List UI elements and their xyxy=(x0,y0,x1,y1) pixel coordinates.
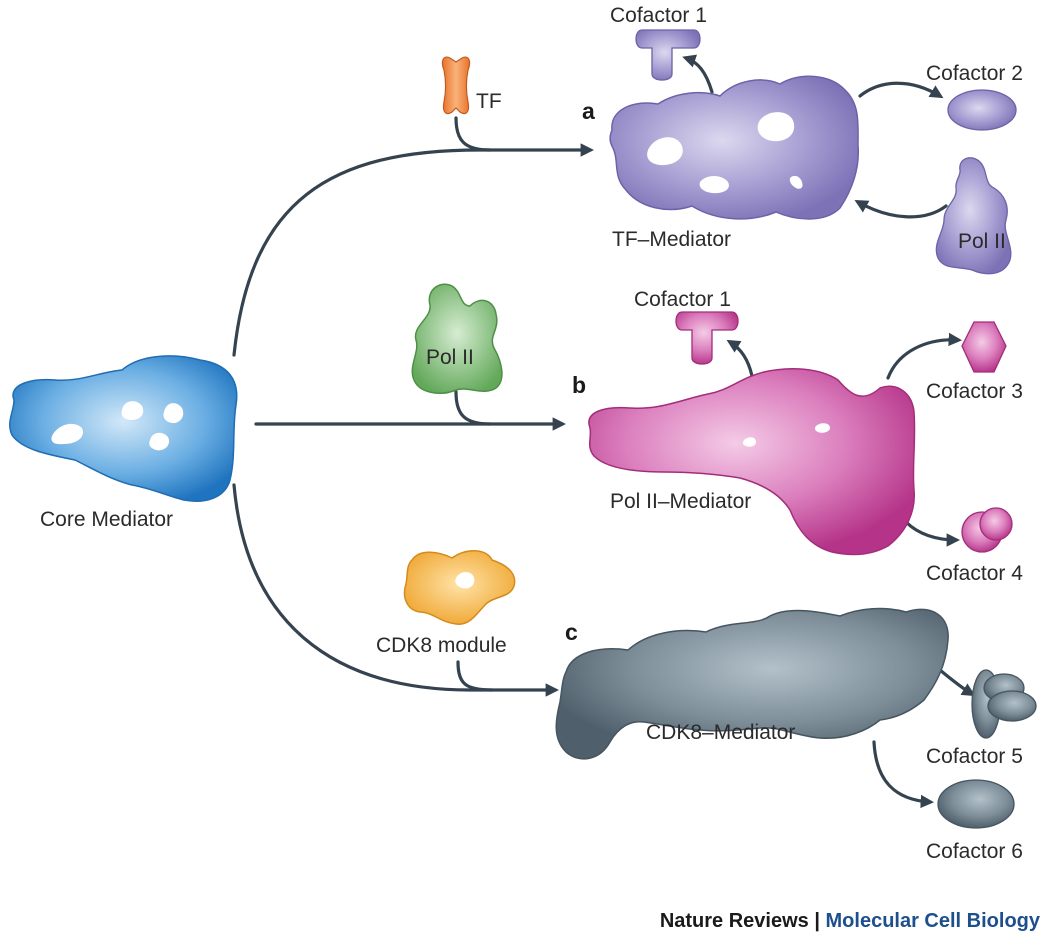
b-cofactor1-shape xyxy=(675,311,739,365)
c-cofactor6-label: Cofactor 6 xyxy=(926,840,1023,863)
tf-mediator-label: TF–Mediator xyxy=(612,228,731,251)
c-cofactor5-shape xyxy=(971,669,1037,739)
b-cofactor4-label: Cofactor 4 xyxy=(926,562,1023,585)
credit-separator: | xyxy=(809,910,826,932)
tf-mediator-shape xyxy=(609,75,860,220)
pol2-free-label: Pol II xyxy=(426,346,474,369)
a-cofactor2-arrow xyxy=(858,81,944,99)
b-cofactor4-arrow xyxy=(904,520,961,547)
b-cofactor1-label: Cofactor 1 xyxy=(634,288,731,311)
credit-journal: Nature Reviews xyxy=(660,910,809,932)
credit-line: Nature Reviews | Molecular Cell Biology xyxy=(660,910,1041,932)
pol2-free-shape xyxy=(411,283,503,394)
branch-arrow-a xyxy=(232,143,595,357)
core-mediator-shape xyxy=(9,355,238,502)
credit-section: Molecular Cell Biology xyxy=(826,910,1041,932)
panel-c-letter: c xyxy=(565,619,578,645)
b-cofactor3-arrow xyxy=(886,332,963,380)
panel-a-letter: a xyxy=(582,98,595,124)
c-cofactor5-label: Cofactor 5 xyxy=(926,745,1023,768)
c-cofactor6-shape xyxy=(937,779,1015,829)
cdk8-mediator-label: CDK8–Mediator xyxy=(646,721,795,744)
a-cofactor1-shape xyxy=(635,29,701,81)
panel-b-letter: b xyxy=(572,372,586,398)
a-cofactor1-arrow xyxy=(682,54,714,94)
c-cofactor5-arrow xyxy=(938,668,976,697)
core-mediator-label: Core Mediator xyxy=(40,508,173,531)
branch-arrow-c xyxy=(232,483,560,697)
b-cofactor3-shape xyxy=(961,321,1007,373)
cdk8-module-label: CDK8 module xyxy=(376,634,507,657)
a-cofactor2-shape xyxy=(947,89,1017,131)
c-cofactor6-arrow xyxy=(872,740,935,809)
a-pol2-label: Pol II xyxy=(958,230,1006,253)
pol2-mediator-shape xyxy=(588,367,916,556)
a-pol2-shape xyxy=(935,157,1012,275)
a-cofactor2-label: Cofactor 2 xyxy=(926,62,1023,85)
cdk8-module-shape xyxy=(403,550,516,625)
cdk8-join-arrow xyxy=(456,660,494,692)
b-cofactor3-label: Cofactor 3 xyxy=(926,380,1023,403)
a-pol2-arrow xyxy=(854,200,948,219)
pol2-mediator-label: Pol II–Mediator xyxy=(610,490,751,513)
tf-join-arrow xyxy=(454,116,492,152)
b-cofactor1-arrow xyxy=(726,339,754,378)
cdk8-mediator-shape xyxy=(555,607,949,760)
tf-icon xyxy=(441,56,471,115)
a-cofactor1-label: Cofactor 1 xyxy=(610,4,707,27)
b-cofactor4-shape xyxy=(961,507,1013,553)
pol2-join-arrow xyxy=(454,390,492,426)
tf-label: TF xyxy=(476,90,502,113)
